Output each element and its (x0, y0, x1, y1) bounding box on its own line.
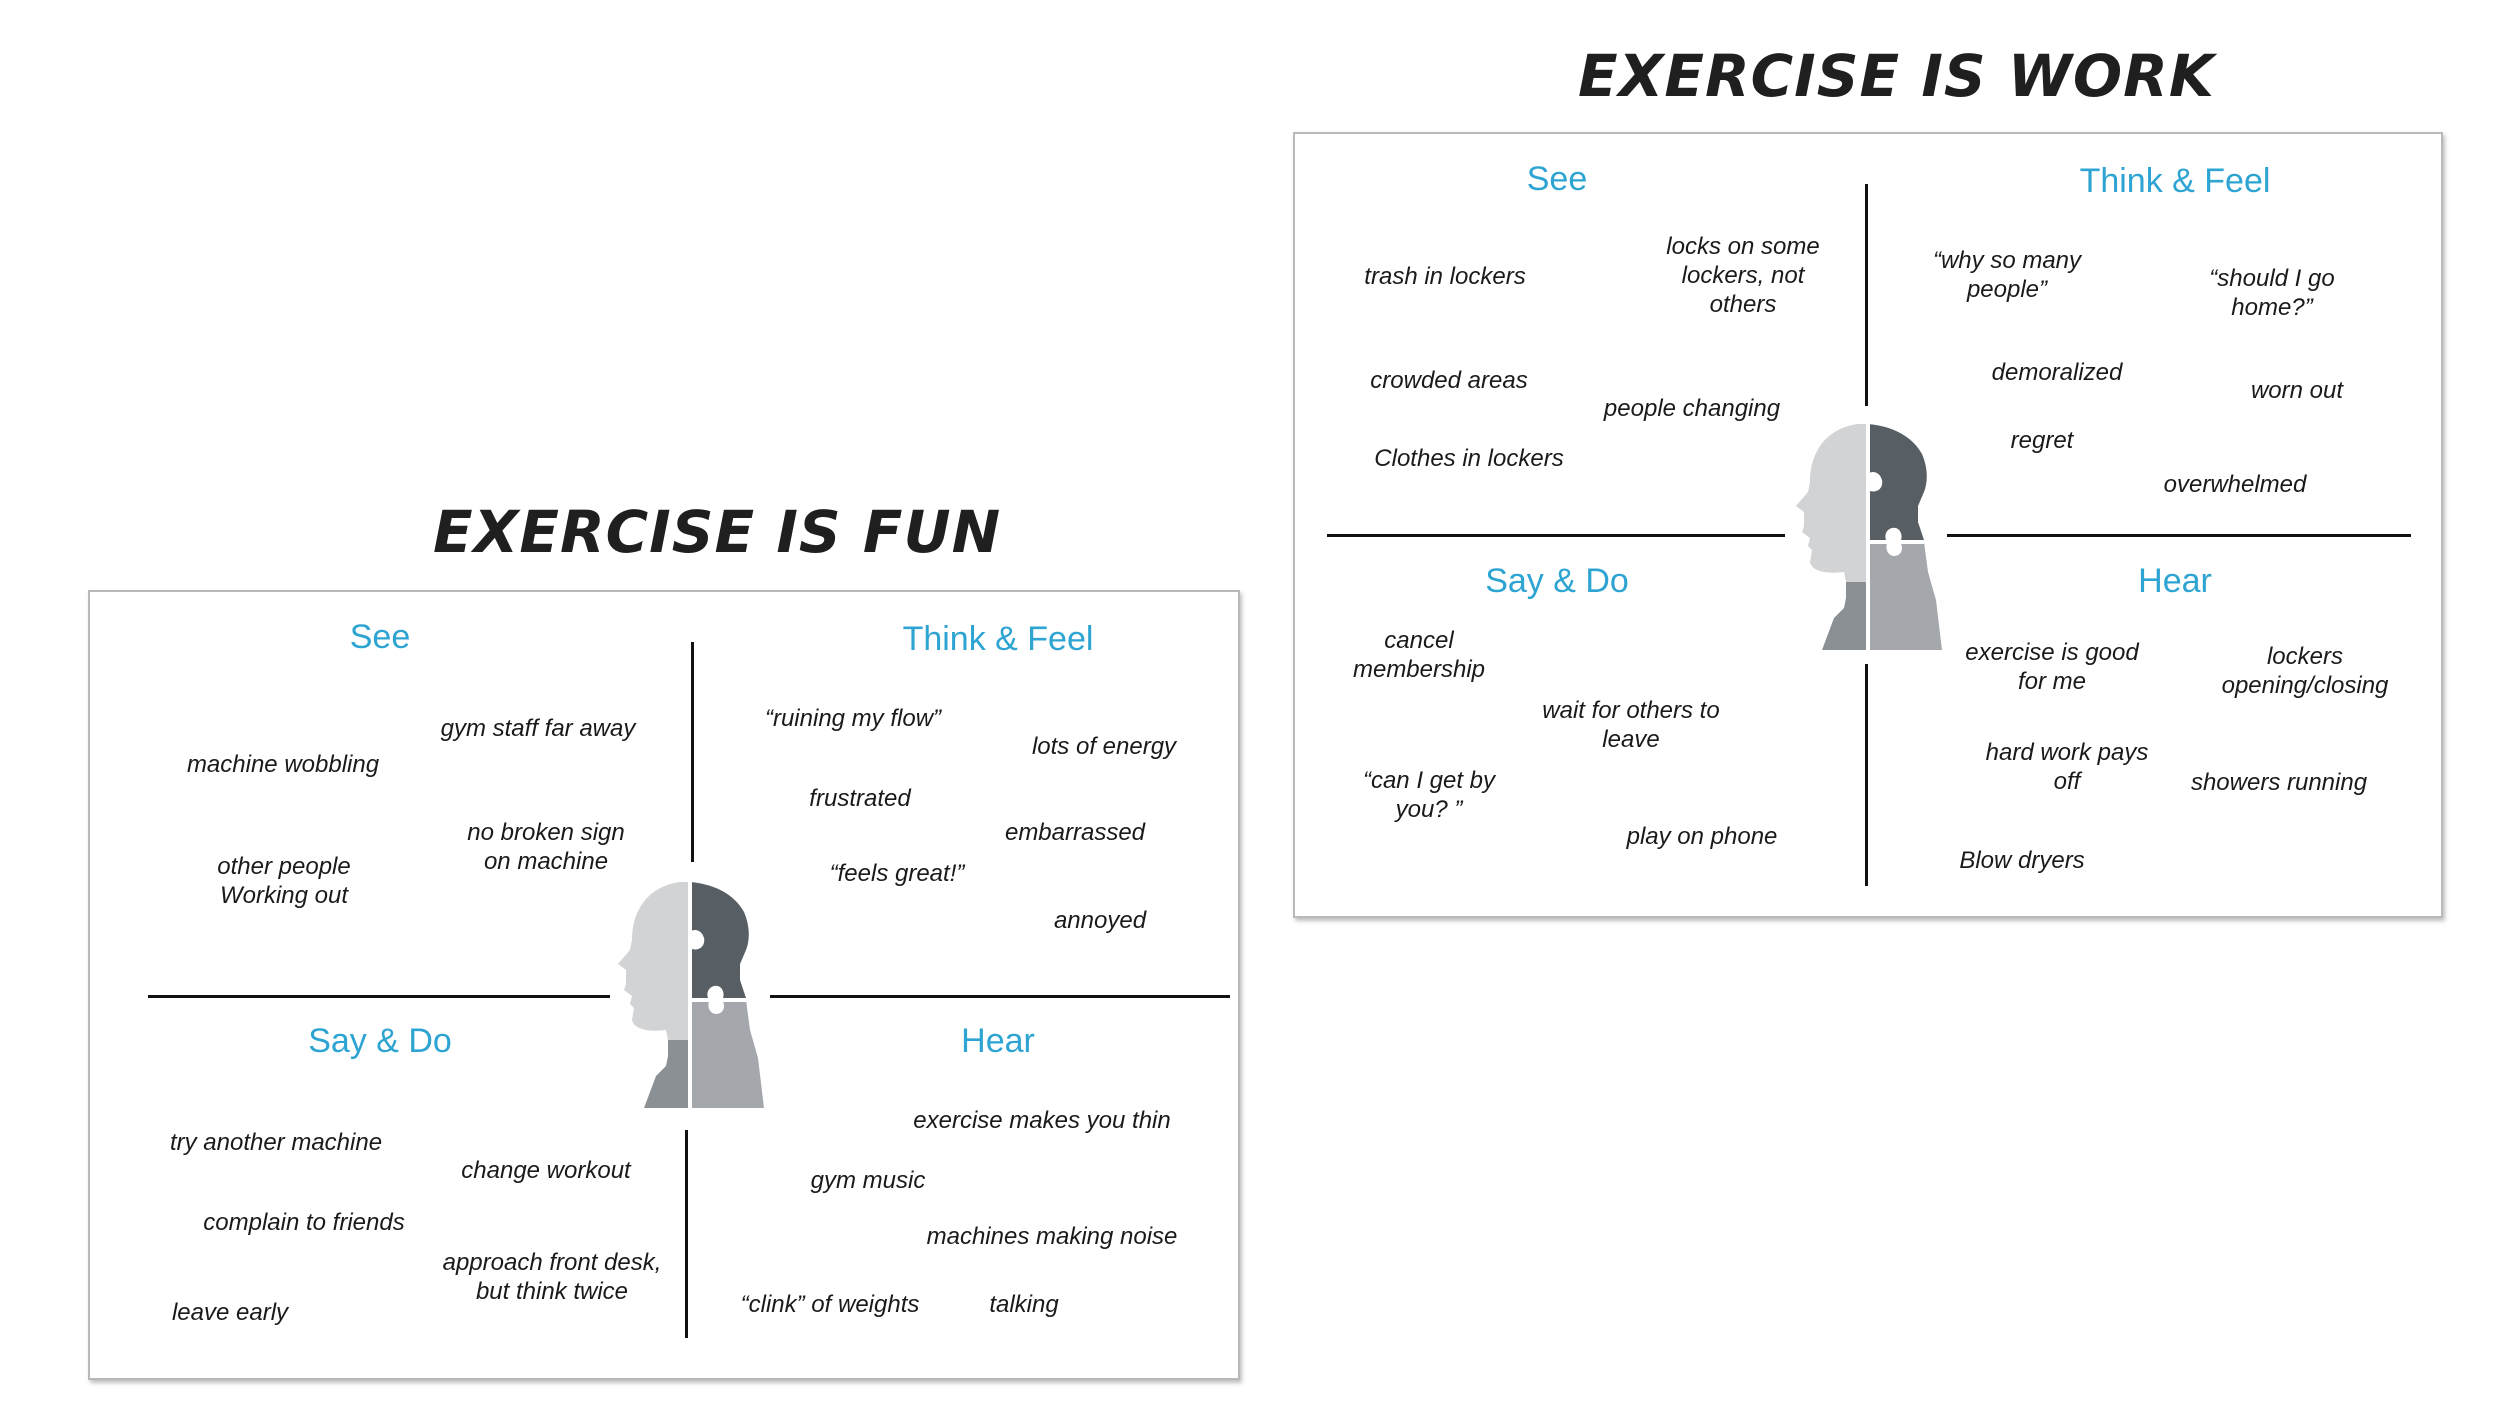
fun-see-label: See (349, 618, 411, 656)
fun-say-do-note: approach front desk, but think twice (442, 1249, 662, 1305)
work-think-feel-note: worn out (2250, 377, 2344, 404)
fun-think-feel-note: frustrated (809, 785, 911, 812)
head-piece-mid-dark (1822, 582, 1868, 650)
fun-say-do-label: Say & Do (308, 1022, 452, 1060)
work-see-note: people changing (1603, 395, 1781, 422)
work-think-feel-label: Think & Feel (2079, 162, 2271, 200)
fun-think-feel-note: embarrassed (1004, 819, 1146, 846)
work-see-note: trash in lockers (1364, 263, 1526, 290)
work-hear-note: showers running (2190, 769, 2368, 796)
work-say-do-note: play on phone (1626, 823, 1778, 850)
fun-hear-note: talking (989, 1291, 1059, 1318)
work-hear-note: Blow dryers (1959, 847, 2085, 874)
head-piece-seams (1866, 424, 1924, 650)
fun-think-feel-note: “feels great!” (829, 860, 965, 887)
fun-horizontal-divider-left (148, 995, 610, 998)
fun-think-feel-label: Think & Feel (902, 620, 1094, 658)
fun-hear-note: exercise makes you thin (913, 1107, 1171, 1134)
head-piece-mid (1868, 542, 1942, 650)
work-say-do-note: wait for others to leave (1542, 697, 1720, 753)
work-vertical-divider-bottom (1865, 664, 1868, 886)
work-say-do-note: cancel membership (1352, 627, 1486, 683)
fun-say-do-note: complain to friends (203, 1209, 405, 1236)
work-think-feel-note: demoralized (1991, 359, 2123, 386)
work-think-feel-note: regret (2010, 427, 2074, 454)
work-hear-note: exercise is good for me (1965, 639, 2139, 695)
work-see-note: crowded areas (1370, 367, 1528, 394)
work-think-feel-note: “why so many people” (1932, 247, 2082, 303)
work-think-feel-note: overwhelmed (2163, 471, 2307, 498)
head-piece-mid (690, 1000, 764, 1108)
fun-vertical-divider-bottom (685, 1130, 688, 1338)
fun-vertical-divider-top (691, 642, 694, 862)
fun-say-do-note: leave early (171, 1299, 289, 1326)
fun-hear-note: machines making noise (926, 1223, 1178, 1250)
puzzle-head-icon (1796, 424, 1942, 650)
work-say-do-label: Say & Do (1485, 562, 1629, 600)
work-see-label: See (1526, 160, 1588, 198)
head-piece-dark (690, 882, 749, 1000)
fun-think-feel-note: “ruining my flow” (764, 705, 942, 732)
fun-hear-note: “clink” of weights (740, 1291, 920, 1318)
work-map-title: EXERCISE IS WORK (1578, 42, 2215, 110)
head-piece-dark (1868, 424, 1927, 542)
work-hear-note: lockers opening/closing (2221, 643, 2389, 699)
work-hear-note: hard work pays off (1985, 739, 2149, 795)
work-horizontal-divider-right (1947, 534, 2411, 537)
head-piece-mid-dark (644, 1040, 690, 1108)
fun-map-title: EXERCISE IS FUN (433, 498, 1002, 566)
puzzle-head-icon (618, 882, 764, 1108)
fun-hear-label: Hear (961, 1022, 1035, 1060)
head-piece-light (618, 882, 690, 1040)
fun-see-note: gym staff far away (440, 715, 636, 742)
fun-hear-note: gym music (810, 1167, 926, 1194)
head-piece-seams (688, 882, 746, 1108)
work-say-do-note: “can I get by you? ” (1362, 767, 1496, 823)
work-vertical-divider-top (1865, 184, 1868, 406)
fun-empathy-map: See gym staff far away machine wobbling … (88, 590, 1240, 1380)
work-see-note: Clothes in lockers (1374, 445, 1564, 472)
work-hear-label: Hear (2138, 562, 2212, 600)
fun-say-do-note: try another machine (169, 1129, 383, 1156)
fun-see-note: other people Working out (217, 853, 351, 909)
fun-see-note: machine wobbling (186, 751, 380, 778)
fun-horizontal-divider-right (770, 995, 1230, 998)
fun-see-note: no broken sign on machine (467, 819, 625, 875)
fun-think-feel-note: lots of energy (1031, 733, 1177, 760)
head-piece-light (1796, 424, 1868, 582)
work-horizontal-divider-left (1327, 534, 1785, 537)
work-think-feel-note: “should I go home?” (2209, 265, 2335, 321)
fun-think-feel-note: annoyed (1053, 907, 1147, 934)
fun-say-do-note: change workout (461, 1157, 631, 1184)
work-see-note: locks on some lockers, not others (1666, 233, 1820, 318)
